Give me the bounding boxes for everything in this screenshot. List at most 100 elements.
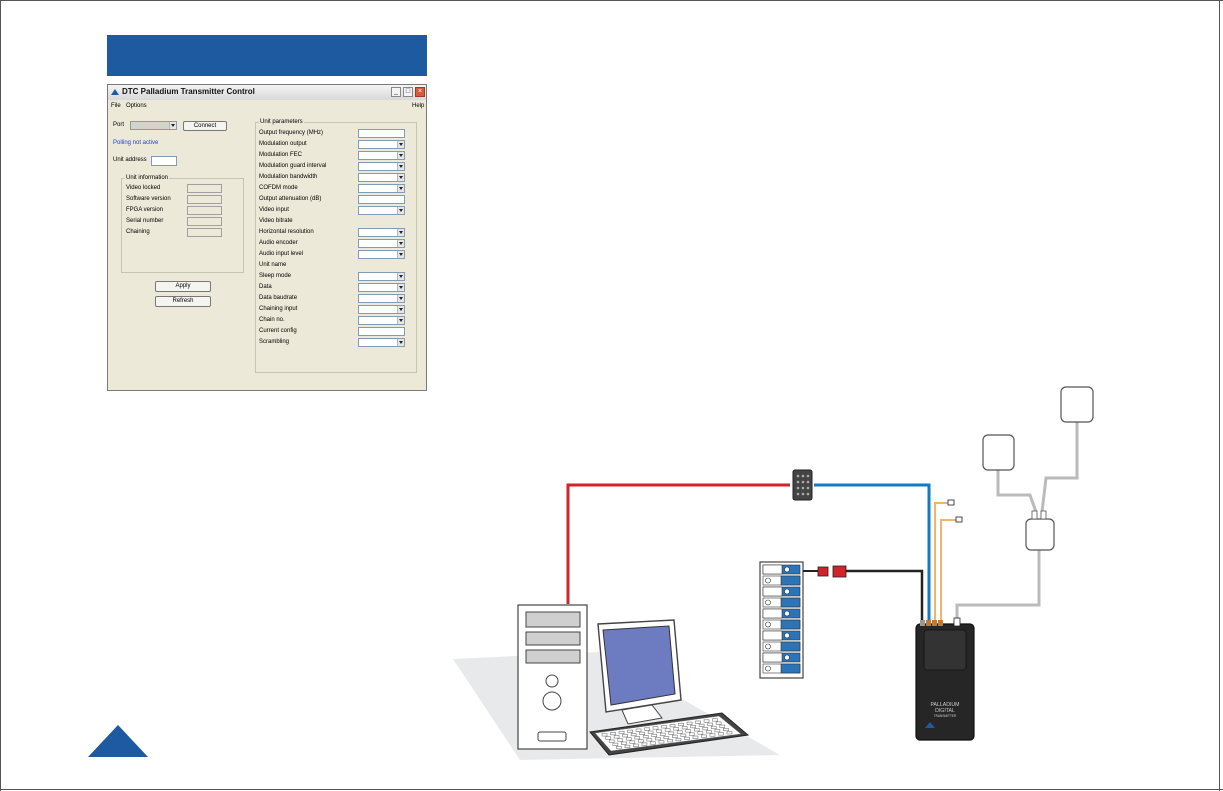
keyboard-key xyxy=(638,739,644,743)
unit-parameter-select[interactable] xyxy=(358,162,405,171)
keyboard-key xyxy=(650,741,656,745)
menu-file[interactable]: File xyxy=(111,103,121,109)
transmitter-label-1: PALLADIUM xyxy=(930,702,959,708)
keyboard-key xyxy=(635,728,642,732)
battery-logo-icon xyxy=(784,566,790,573)
keyboard-key xyxy=(714,729,721,733)
unit-parameter-input[interactable] xyxy=(358,129,405,138)
unit-parameter-select[interactable] xyxy=(358,239,405,248)
unit-information-label: Chaining xyxy=(126,229,150,235)
unit-parameter-label: Horizontal resolution xyxy=(259,229,314,235)
keyboard-key xyxy=(661,725,667,729)
unit-parameter-label: Video input xyxy=(259,207,289,213)
audio-cable-1 xyxy=(934,502,948,624)
keyboard-key xyxy=(701,734,707,738)
keyboard-key xyxy=(669,724,676,728)
battery-cell-label xyxy=(780,619,801,630)
battery-logo-icon xyxy=(784,588,790,595)
pc-tower xyxy=(517,604,588,750)
keyboard-key xyxy=(605,736,611,740)
unit-information-group: Unit information xyxy=(121,175,244,273)
keyboard-key xyxy=(634,736,641,740)
maximize-button[interactable]: □ xyxy=(403,87,413,97)
unit-parameter-label: Modulation guard interval xyxy=(259,163,327,169)
menu-options[interactable]: Options xyxy=(126,103,147,109)
keyboard-key xyxy=(659,732,666,736)
close-button[interactable]: × xyxy=(415,87,425,97)
keyboard-key xyxy=(616,746,622,750)
unit-parameter-label: Unit name xyxy=(259,262,287,268)
keyboard-key xyxy=(678,722,684,727)
keyboard-key xyxy=(608,739,615,743)
unit-parameter-label: Chaining input xyxy=(259,306,298,312)
unit-information-label: FPGA version xyxy=(126,207,164,213)
chevron-down-icon xyxy=(397,152,404,159)
unit-parameter-select[interactable] xyxy=(358,184,405,193)
keyboard-key xyxy=(663,735,670,740)
keyboard xyxy=(589,712,750,756)
dialog-title: DTC Palladium Transmitter Control xyxy=(122,87,255,96)
unit-parameter-select[interactable] xyxy=(358,338,405,347)
battery-cell-label xyxy=(762,652,783,663)
unit-parameter-input[interactable] xyxy=(358,195,405,204)
unit-parameter-select[interactable] xyxy=(358,151,405,160)
apply-button[interactable]: Apply xyxy=(155,281,211,292)
unit-parameter-select[interactable] xyxy=(358,272,405,281)
power-cable xyxy=(845,569,924,624)
palladium-transmitter: PALLADIUM DIGITAL TRANSMITTER xyxy=(915,617,975,741)
audio-connector-1 xyxy=(947,499,955,506)
chevron-down-icon xyxy=(397,273,404,280)
unit-parameter-select[interactable] xyxy=(358,294,405,303)
unit-address-input[interactable] xyxy=(151,156,177,166)
keyboard-key xyxy=(673,727,679,731)
antenna-cable-left xyxy=(996,470,1038,513)
keyboard-key xyxy=(617,738,624,742)
section-header-bar xyxy=(107,35,427,76)
keyboard-key xyxy=(644,727,650,731)
keyboard-key xyxy=(692,735,699,739)
refresh-button[interactable]: Refresh xyxy=(155,296,211,307)
unit-parameter-select[interactable] xyxy=(358,206,405,215)
antenna-cable-right xyxy=(1040,422,1079,513)
keyboard-key xyxy=(680,733,687,737)
menu-bar: File Options Help xyxy=(108,102,426,111)
port-select[interactable] xyxy=(130,121,177,130)
previous-page-icon[interactable] xyxy=(88,725,148,757)
unit-parameter-label: Modulation output xyxy=(259,141,307,147)
unit-parameter-label: Scrambling xyxy=(259,339,290,345)
dialog-titlebar: DTC Palladium Transmitter Control _ □ × xyxy=(108,85,426,100)
unit-parameter-label: Data xyxy=(259,284,272,290)
unit-parameter-select[interactable] xyxy=(358,228,405,237)
unit-parameter-select[interactable] xyxy=(358,283,405,292)
unit-parameter-label: Video bitrate xyxy=(259,218,293,224)
page-border-bottom xyxy=(0,789,1223,790)
unit-parameter-select[interactable] xyxy=(358,305,405,314)
serial-adaptor xyxy=(792,469,813,501)
unit-parameter-select[interactable] xyxy=(358,316,405,325)
unit-information-value xyxy=(187,217,222,226)
keyboard-key xyxy=(702,727,709,731)
connect-button[interactable]: Connect xyxy=(183,121,227,131)
keyboard-key xyxy=(709,733,716,737)
transmitter-control-dialog: DTC Palladium Transmitter Control _ □ × … xyxy=(107,84,427,391)
unit-parameter-select[interactable] xyxy=(358,173,405,182)
unit-parameter-label: Modulation FEC xyxy=(259,152,303,158)
keyboard-key xyxy=(703,719,710,723)
monitor xyxy=(597,619,682,725)
battery-logo-icon xyxy=(765,621,771,628)
chevron-down-icon xyxy=(397,240,404,247)
audio-cable-2 xyxy=(940,519,956,624)
keyboard-key xyxy=(622,734,628,738)
keyboard-key xyxy=(618,730,625,735)
battery-cell-label xyxy=(762,564,783,575)
unit-parameter-select[interactable] xyxy=(358,140,405,149)
unit-address-label: Unit address xyxy=(113,157,147,163)
unit-parameter-select[interactable] xyxy=(358,250,405,259)
unit-information-title: Unit information xyxy=(125,175,170,181)
minimize-button[interactable]: _ xyxy=(391,87,401,97)
transmitter-label-2: DIGITAL xyxy=(935,708,955,714)
unit-parameter-input[interactable] xyxy=(358,327,405,336)
menu-help[interactable]: Help xyxy=(412,103,425,109)
data-cable-blue xyxy=(814,483,931,624)
unit-parameter-label: Output frequency (MHz) xyxy=(259,130,324,136)
